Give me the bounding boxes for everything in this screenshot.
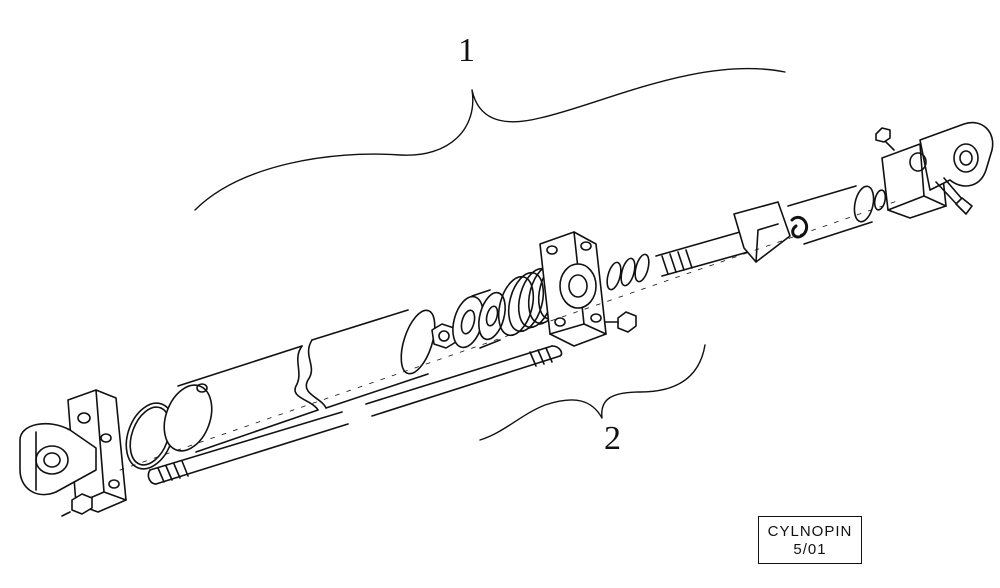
tie-rods — [147, 345, 563, 485]
callout-label-2: 2 — [604, 420, 621, 457]
piston — [452, 289, 506, 349]
front-head — [539, 231, 607, 347]
callout-2-brace — [479, 344, 706, 441]
assembly-axis — [119, 199, 901, 471]
callout-1-brace — [194, 67, 786, 211]
piston-nut — [431, 323, 457, 349]
front-clevis — [881, 121, 994, 219]
title-block-date: 5/01 — [793, 541, 827, 558]
piston-rod — [655, 201, 791, 277]
cylinder-barrel — [163, 309, 436, 453]
rod-tube — [787, 185, 887, 245]
clevis-nut — [875, 127, 891, 143]
rear-clevis-cap — [19, 389, 127, 513]
title-block: CYLNOPIN 5/01 — [758, 516, 862, 564]
rear-nut — [61, 493, 93, 517]
title-block-code: CYLNOPIN — [767, 523, 853, 540]
clevis-pin — [883, 139, 973, 215]
rod-seals — [606, 253, 650, 291]
callout-label-1: 1 — [458, 32, 475, 69]
